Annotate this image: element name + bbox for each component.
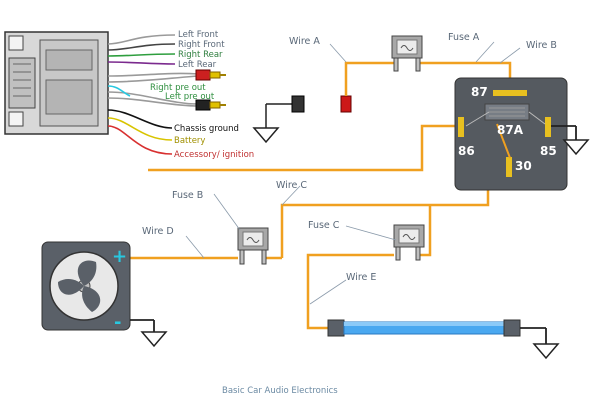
fan: + - (41, 241, 131, 333)
label-fuse-a: Fuse A (448, 32, 480, 43)
relay-terminal-87: 87 (471, 85, 488, 99)
rca-plug-left (195, 99, 226, 111)
rca-plug-right (195, 69, 226, 81)
light-bar (327, 319, 521, 337)
harness-wires (107, 34, 199, 155)
fuse-a (391, 35, 423, 72)
fuse-c (393, 224, 425, 261)
label-wire-e: Wire E (346, 272, 376, 283)
light-bar-ground (520, 327, 560, 360)
label-right-pre-out: Right pre out (150, 83, 206, 93)
label-left-pre-out: Left pre out (165, 92, 215, 102)
label-battery: Battery (174, 136, 205, 146)
label-wire-a: Wire A (289, 36, 320, 47)
label-wire-c: Wire C (276, 180, 307, 191)
fan-ground (130, 319, 168, 348)
label-right-front: Right Front (178, 40, 225, 50)
label-right-rear: Right Rear (178, 50, 223, 60)
label-chassis-ground: Chassis ground (174, 124, 239, 134)
label-wire-b: Wire B (526, 40, 557, 51)
relay-terminal-85: 85 (540, 144, 557, 158)
relay-terminal-30: 30 (515, 159, 532, 173)
relay-terminal-86: 86 (458, 144, 475, 158)
relay-terminal-87a: 87A (497, 123, 524, 137)
fan-minus-sign: - (114, 312, 121, 333)
relay (454, 77, 568, 191)
footer-caption: Basic Car Audio Electronics (222, 386, 338, 396)
ground-connector (252, 95, 305, 144)
leader-lines (185, 41, 521, 305)
relay-ground (551, 125, 590, 156)
battery-connector (340, 95, 352, 113)
label-left-rear: Left Rear (178, 60, 217, 70)
fuse-b (237, 227, 269, 265)
label-fuse-c: Fuse C (308, 220, 340, 231)
label-wire-d: Wire D (142, 226, 174, 237)
label-left-front: Left Front (178, 30, 219, 40)
label-accessory: Accessory/ ignition (174, 150, 254, 160)
fan-plus-sign: + (112, 246, 127, 267)
head-unit (4, 31, 109, 135)
label-fuse-b: Fuse B (172, 190, 203, 201)
